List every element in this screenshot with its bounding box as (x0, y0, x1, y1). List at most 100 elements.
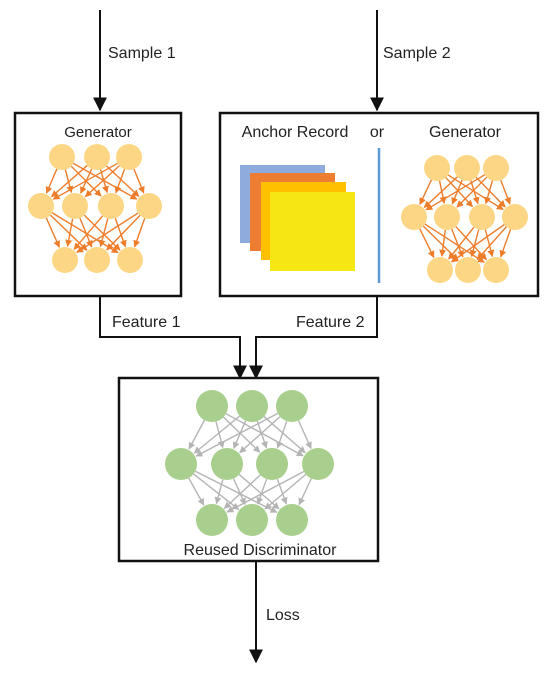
discriminator-node (302, 448, 334, 480)
generator-right-edge (469, 229, 480, 258)
discriminator-network (165, 390, 334, 536)
generator-left-network (28, 144, 162, 273)
discriminator-node (276, 390, 308, 422)
generator-left-node (116, 144, 142, 170)
sample1-label: Sample 1 (108, 45, 176, 62)
generator-right-edge (419, 179, 433, 205)
generator-left-node (52, 247, 78, 273)
discriminator-edge (232, 478, 246, 506)
discriminator-edge (264, 473, 307, 510)
discriminator-edge (195, 412, 279, 457)
discriminator-edge (214, 479, 224, 505)
generator-right-edge (500, 179, 511, 205)
discriminator-edge (297, 420, 312, 450)
discriminator-node (196, 504, 228, 536)
loss-label: Loss (266, 607, 300, 624)
discriminator-edge (188, 419, 206, 450)
generator-right-edge (425, 174, 486, 211)
sample2-label: Sample 2 (383, 45, 451, 62)
feature1-label: Feature 1 (112, 314, 181, 331)
discriminator-edge (276, 478, 288, 505)
generator-left-edge (45, 168, 58, 194)
generator-right-edge (451, 228, 464, 258)
generator-right-edge (423, 176, 458, 209)
discriminator-edge (256, 478, 268, 505)
generator-right-node (502, 204, 528, 230)
discriminator-edge (194, 470, 278, 513)
generator-right-edge (439, 229, 447, 257)
anchor-record-label: Anchor Record (242, 124, 349, 141)
generator-right-node (483, 257, 509, 283)
generator-right-node (427, 257, 453, 283)
discriminator-edge (193, 415, 241, 454)
generator-left-edge (105, 165, 140, 197)
discriminator-edge (239, 416, 281, 454)
discriminator-title: Reused Discriminator (184, 542, 338, 559)
generator-right-node (454, 155, 480, 181)
generator-right-node (401, 204, 427, 230)
generator-left-edge (79, 217, 93, 248)
generator-right-title: Generator (429, 124, 502, 141)
generator-right-edge (476, 226, 507, 261)
discriminator-node (236, 504, 268, 536)
generator-left-edge (98, 218, 109, 248)
generator-left-node (84, 247, 110, 273)
generator-left-edge (76, 212, 139, 254)
feature1-connector (99, 296, 247, 380)
generator-left-node (117, 247, 143, 273)
generator-right-edge (447, 174, 504, 211)
generator-left-node (28, 193, 54, 219)
anchor-record-stack (240, 165, 355, 271)
generator-left-node (62, 193, 88, 219)
generator-left-node (136, 193, 162, 219)
generator-left-node (98, 193, 124, 219)
discriminator-node (211, 448, 243, 480)
feature2-connector (249, 296, 378, 380)
discriminator-node (196, 390, 228, 422)
generator-left-edge (133, 218, 146, 248)
discriminator-edge (263, 416, 306, 454)
discriminator-edge (226, 470, 305, 513)
discriminator-node (276, 504, 308, 536)
generator-right-edge (470, 180, 480, 205)
generator-right-node (434, 204, 460, 230)
generator-right-edge (499, 229, 512, 258)
generator-left-node (49, 144, 75, 170)
generator-left-edge (51, 165, 88, 198)
discriminator-node (236, 390, 268, 422)
generator-left-edge (45, 217, 60, 248)
anchor-layer-4 (270, 192, 355, 271)
discriminator-edge (225, 413, 304, 457)
generator-right-node (469, 204, 495, 230)
generator-right-edge (419, 228, 435, 259)
discriminator-edge (276, 420, 288, 449)
generator-right-network (401, 155, 528, 283)
generator-left-node (84, 144, 110, 170)
generator-left-title: Generator (64, 124, 132, 141)
generator-right-edge (456, 176, 488, 208)
generator-right-edge (484, 180, 494, 205)
generator-left-edge (64, 169, 74, 194)
or-label: or (370, 124, 385, 141)
generator-left-edge (65, 218, 74, 247)
generator-left-edge (114, 218, 127, 248)
generator-right-edge (448, 226, 475, 260)
generator-left-edge (52, 162, 118, 200)
discriminator-node (165, 448, 197, 480)
discriminator-edge (298, 478, 312, 506)
discriminator-edge (256, 420, 268, 449)
discriminator-edge (223, 474, 261, 509)
generator-left-edge (84, 165, 120, 198)
feature2-label: Feature 2 (296, 314, 365, 331)
generator-right-edge (445, 177, 474, 208)
discriminator-edge (233, 420, 247, 450)
generator-right-node (424, 155, 450, 181)
generator-left-edge (73, 215, 104, 250)
discriminator-node (256, 448, 288, 480)
generator-right-edge (450, 223, 505, 263)
generator-right-node (455, 257, 481, 283)
generator-right-edge (484, 229, 495, 258)
generator-left-edge (106, 214, 141, 251)
generator-left-edge (83, 214, 121, 251)
